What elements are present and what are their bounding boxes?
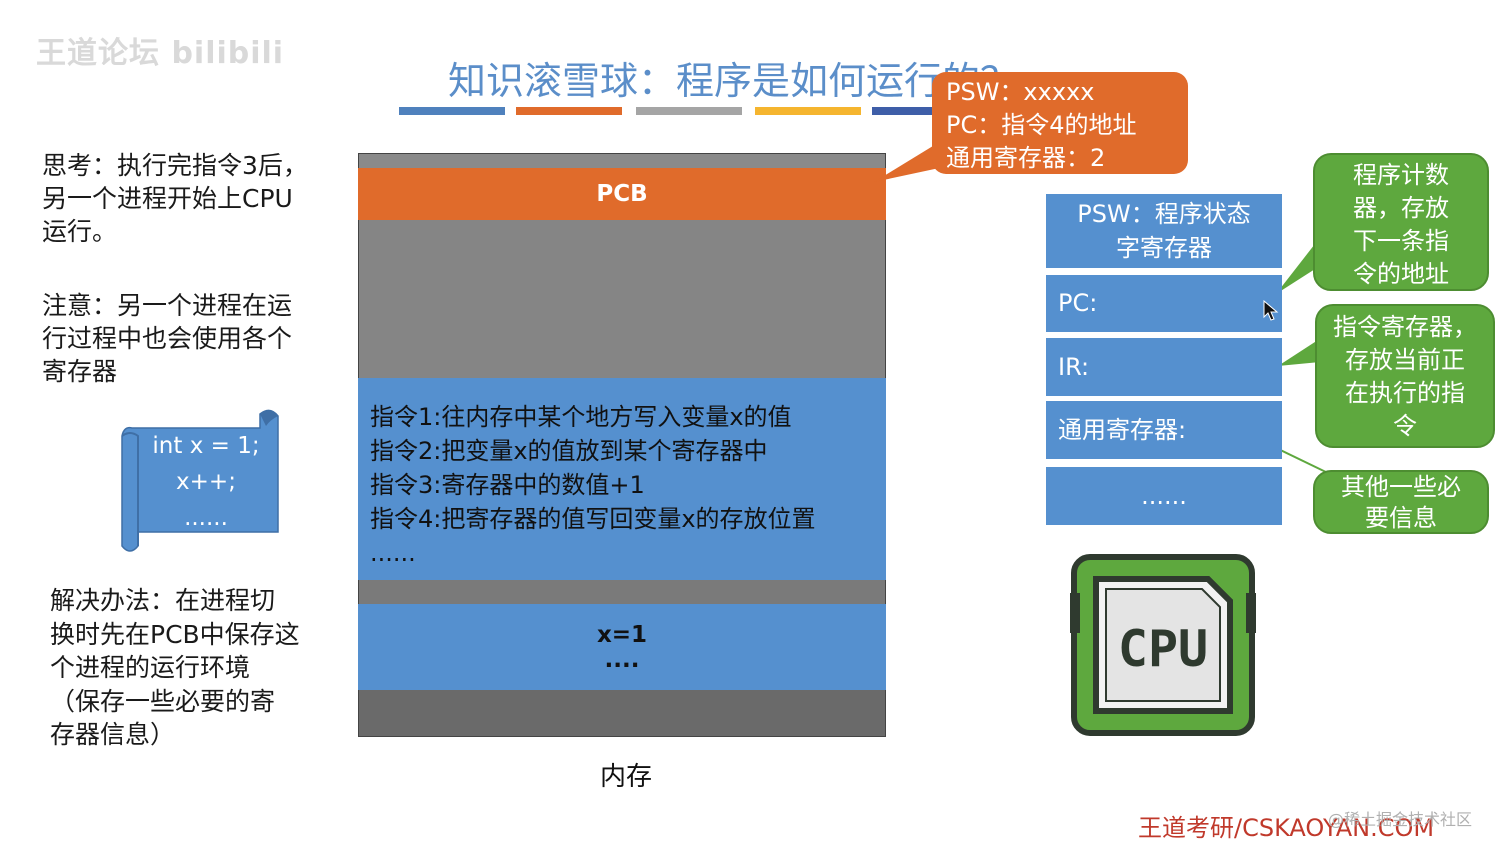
title-bar-1 bbox=[399, 107, 505, 115]
notice-note: 注意：另一个进程在运 行过程中也会使用各个 寄存器 bbox=[42, 289, 292, 388]
notice-line: 注意：另一个进程在运 bbox=[42, 291, 293, 320]
solution-line: 存器信息） bbox=[50, 720, 176, 749]
solution-line: 个进程的运行环境 bbox=[50, 653, 251, 682]
register-general: 通用寄存器: bbox=[1046, 401, 1282, 459]
memory-label: 内存 bbox=[600, 762, 653, 792]
ir-note-line: 在执行的指 bbox=[1345, 379, 1465, 407]
data-line: x=1 bbox=[596, 622, 648, 648]
pcb-block: PCB bbox=[358, 168, 886, 220]
title-bar-2 bbox=[516, 107, 622, 115]
callout-line: PSW：xxxxx bbox=[946, 78, 1095, 106]
other-info-note: 其他一些必 要信息 bbox=[1313, 470, 1489, 534]
think-line: 运行。 bbox=[42, 217, 118, 246]
register-psw-line: 字寄存器 bbox=[1116, 234, 1212, 262]
callout-line: 通用寄存器：2 bbox=[946, 144, 1106, 172]
code-line: ...... bbox=[184, 505, 228, 531]
memory-gap-segment bbox=[359, 580, 885, 604]
title-bar-3 bbox=[636, 107, 742, 115]
register-more: ...... bbox=[1046, 467, 1282, 525]
register-general-label: 通用寄存器: bbox=[1058, 416, 1187, 444]
notice-line: 行过程中也会使用各个 bbox=[42, 324, 293, 353]
ir-note: 指令寄存器， 存放当前正 在执行的指 令 bbox=[1315, 304, 1495, 448]
watermark-corner: @稀土掘金技术社区 bbox=[1328, 810, 1473, 829]
code-scroll: int x = 1; x++; ...... bbox=[120, 408, 279, 552]
ir-note-pointer bbox=[1278, 340, 1320, 366]
data-line: .... bbox=[604, 647, 640, 673]
memory-top-segment bbox=[359, 154, 885, 168]
callout-line: PC：指令4的地址 bbox=[946, 111, 1137, 139]
instruction-line: 指令4:把寄存器的值写回变量x的存放位置 bbox=[370, 505, 816, 533]
ir-note-line: 存放当前正 bbox=[1345, 346, 1465, 374]
register-ir-label: IR: bbox=[1058, 353, 1090, 381]
register-pc: PC: bbox=[1046, 275, 1282, 332]
register-psw-line: PSW：程序状态 bbox=[1077, 200, 1251, 228]
data-block: x=1 .... bbox=[358, 604, 886, 690]
title-bar-4 bbox=[755, 107, 861, 115]
title-bar-5 bbox=[872, 107, 932, 115]
memory-free-segment bbox=[359, 220, 885, 378]
pc-note: 程序计数 器，存放 下一条指 令的地址 bbox=[1313, 153, 1489, 291]
solution-line: （保存一些必要的寄 bbox=[50, 686, 276, 716]
code-line: x++; bbox=[176, 469, 236, 495]
think-line: 思考：执行完指令3后， bbox=[42, 151, 308, 180]
pc-note-line: 器，存放 bbox=[1353, 194, 1449, 222]
solution-line: 换时先在PCB中保存这 bbox=[50, 619, 300, 649]
ir-note-line: 令 bbox=[1393, 412, 1417, 440]
cpu-label: CPU bbox=[1118, 620, 1208, 678]
think-line: 另一个进程开始上CPU bbox=[42, 184, 293, 213]
register-psw: PSW：程序状态 字寄存器 bbox=[1046, 194, 1282, 268]
register-more-label: ...... bbox=[1141, 482, 1187, 510]
think-note: 思考：执行完指令3后， 另一个进程开始上CPU 运行。 bbox=[42, 149, 308, 248]
memory-bottom-segment bbox=[359, 690, 885, 736]
cpu-chip-icon: CPU bbox=[1070, 553, 1256, 737]
instruction-line: 指令3:寄存器中的数值+1 bbox=[370, 471, 645, 499]
ir-note-line: 指令寄存器， bbox=[1333, 313, 1477, 341]
pc-note-line: 下一条指 bbox=[1353, 227, 1449, 255]
pc-note-line: 令的地址 bbox=[1353, 260, 1449, 288]
register-ir: IR: bbox=[1046, 338, 1282, 396]
instruction-block: 指令1:往内存中某个地方写入变量x的值 指令2:把变量x的值放到某个寄存器中 指… bbox=[358, 378, 886, 580]
slide-title: 知识滚雪球：程序是如何运行的？ bbox=[448, 59, 1019, 103]
other-note-line: 其他一些必 bbox=[1341, 473, 1461, 501]
mouse-cursor-icon bbox=[1263, 300, 1279, 321]
instruction-line: ...... bbox=[370, 539, 416, 567]
code-line: int x = 1; bbox=[152, 433, 260, 459]
pcb-label: PCB bbox=[596, 181, 648, 207]
instruction-line: 指令2:把变量x的值放到某个寄存器中 bbox=[370, 437, 768, 465]
solution-line: 解决办法：在进程切 bbox=[50, 586, 276, 615]
other-note-line: 要信息 bbox=[1365, 504, 1437, 532]
watermark-logo: 王道论坛 bilibili bbox=[36, 36, 285, 71]
notice-line: 寄存器 bbox=[42, 357, 118, 386]
instruction-line: 指令1:往内存中某个地方写入变量x的值 bbox=[370, 403, 792, 431]
scroll-shape-icon bbox=[121, 409, 279, 552]
pcb-saved-context-callout: PSW：xxxxx PC：指令4的地址 通用寄存器：2 bbox=[932, 72, 1188, 174]
footer-brand: 王道考研/CSKAOYAN.COM bbox=[1138, 814, 1435, 842]
solution-note: 解决办法：在进程切 换时先在PCB中保存这 个进程的运行环境 （保存一些必要的寄… bbox=[50, 584, 300, 752]
pc-note-line: 程序计数 bbox=[1353, 161, 1449, 189]
register-pc-label: PC: bbox=[1058, 289, 1098, 317]
